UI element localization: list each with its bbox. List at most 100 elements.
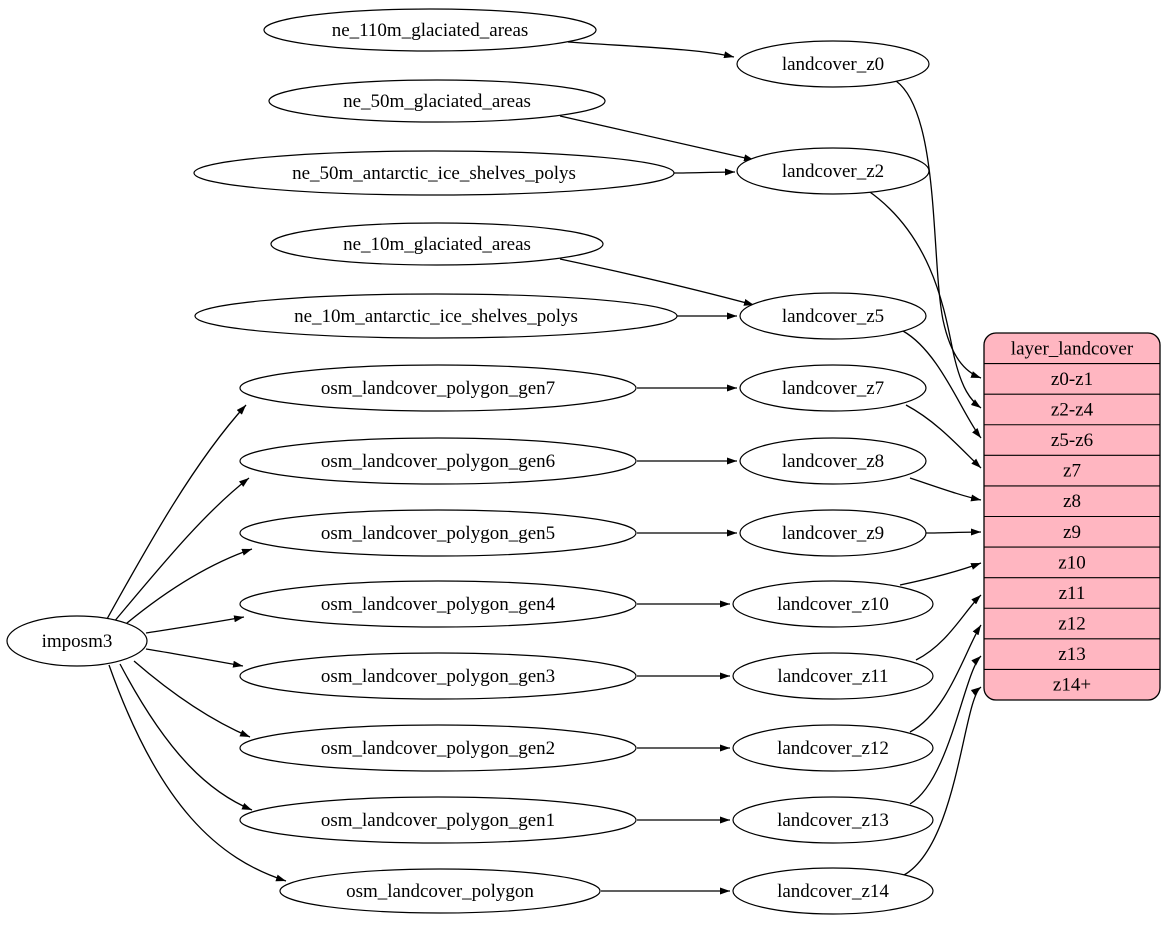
edge-landcover_z0-to-z0-z1 [895,80,982,379]
edge-imposm3-to-osm_landcover_polygon_gen2 [133,660,251,738]
table-row-z12: z12 [1058,614,1085,635]
edge-landcover_z9-to-z9 [925,528,982,536]
node-landcover_z8: landcover_z8 [739,437,927,485]
node-label: landcover_z10 [777,594,889,615]
edge-landcover_z14-to-z14+ [903,686,982,876]
table-row-z14+: z14+ [1053,675,1091,696]
node-label: landcover_z11 [777,666,888,687]
node-label: landcover_z0 [782,54,884,75]
node-ne_110m_glaciated_areas: ne_110m_glaciated_areas [263,8,597,52]
node-landcover_z12: landcover_z12 [732,724,934,772]
node-ne_50m_antarctic_ice_shelves_polys: ne_50m_antarctic_ice_shelves_polys [193,150,675,196]
node-landcover_z9: landcover_z9 [739,509,927,557]
edge-layer [106,41,982,895]
node-label: ne_50m_glaciated_areas [343,91,531,112]
edge-imposm3-to-osm_landcover_polygon_gen1 [119,663,253,811]
edge-landcover_z10-to-z10 [899,562,982,586]
node-landcover_z14: landcover_z14 [732,867,934,915]
table-row-z8: z8 [1063,491,1081,512]
node-label: osm_landcover_polygon_gen7 [321,378,555,399]
node-label: landcover_z7 [782,378,884,399]
node-label: ne_50m_antarctic_ice_shelves_polys [292,163,576,184]
node-label: osm_landcover_polygon_gen4 [321,594,556,615]
edge-landcover_z7-to-z7 [905,404,982,469]
edge-landcover_z8-to-z8 [909,477,982,502]
node-label: osm_landcover_polygon_gen5 [321,523,555,544]
edge-landcover_z11-to-z11 [915,594,982,661]
node-label: ne_10m_glaciated_areas [343,234,531,255]
edge-imposm3-to-osm_landcover_polygon [108,664,287,882]
node-ellipse [239,364,637,412]
edge-imposm3-to-osm_landcover_polygon_gen3 [145,648,244,668]
node-osm_landcover_polygon_gen7: osm_landcover_polygon_gen7 [239,364,637,412]
edge-ne_10m_glaciated_areas-to-landcover_z5 [559,258,755,306]
node-label: osm_landcover_polygon [346,881,534,902]
edge-ne_50m_antarctic_ice_shelves_polys-to-landcover_z2 [673,168,736,176]
node-ellipse [736,40,930,88]
edge-ne_50m_glaciated_areas-to-landcover_z2 [559,115,755,162]
node-osm_landcover_polygon_gen4: osm_landcover_polygon_gen4 [239,580,637,628]
node-ellipse [732,724,934,772]
node-label: landcover_z5 [782,306,884,327]
table-row-z13: z13 [1058,644,1085,665]
node-ellipse [239,724,637,772]
node-osm_landcover_polygon_gen3: osm_landcover_polygon_gen3 [239,652,637,700]
node-landcover_z2: landcover_z2 [736,147,930,195]
node-ellipse [239,437,637,485]
node-label: landcover_z8 [782,451,884,472]
node-ellipse [732,867,934,915]
node-landcover_z10: landcover_z10 [732,580,934,628]
node-label: landcover_z9 [782,523,884,544]
node-ellipse [268,79,606,123]
node-ellipse [736,147,930,195]
node-ellipse [263,8,597,52]
node-label: ne_10m_antarctic_ice_shelves_polys [294,306,578,327]
node-ne_10m_glaciated_areas: ne_10m_glaciated_areas [270,222,604,266]
node-osm_landcover_polygon_gen5: osm_landcover_polygon_gen5 [239,509,637,557]
node-ellipse [239,580,637,628]
node-ellipse [193,150,675,196]
node-ellipse [739,509,927,557]
node-label: osm_landcover_polygon_gen3 [321,666,555,687]
node-osm_landcover_polygon_gen2: osm_landcover_polygon_gen2 [239,724,637,772]
table-row-z10: z10 [1058,552,1085,573]
node-ellipse [739,437,927,485]
table-row-z9: z9 [1063,522,1081,543]
node-ne_10m_antarctic_ice_shelves_polys: ne_10m_antarctic_ice_shelves_polys [194,293,678,339]
node-label: osm_landcover_polygon_gen2 [321,738,555,759]
table-row-z2-z4: z2-z4 [1051,399,1094,420]
node-label: ne_110m_glaciated_areas [332,20,529,41]
node-ellipse [6,615,148,667]
edge-landcover_z12-to-z12 [909,624,982,733]
node-label: imposm3 [42,631,113,652]
node-label: landcover_z13 [777,810,889,831]
edge-landcover_z2-to-z2-z4 [866,189,982,409]
node-landcover_z5: landcover_z5 [739,292,927,340]
node-ellipse [732,652,934,700]
edge-imposm3-to-osm_landcover_polygon_gen7 [106,404,247,620]
table-row-z5-z6: z5-z6 [1051,430,1093,451]
edge-landcover_z5-to-z5-z6 [902,330,982,439]
table-header: layer_landcover [1011,338,1134,359]
node-ellipse [739,292,927,340]
node-label: landcover_z12 [777,738,889,759]
edge-imposm3-to-osm_landcover_polygon_gen5 [120,548,253,629]
edge-landcover_z13-to-z13 [909,655,982,805]
node-ellipse [739,364,927,412]
table-row-z7: z7 [1063,461,1081,482]
node-label: landcover_z2 [782,161,884,182]
node-label: osm_landcover_polygon_gen1 [321,810,555,831]
node-ellipse [279,868,601,914]
node-ellipse [239,652,637,700]
table-row-z0-z1: z0-z1 [1051,369,1093,390]
node-ellipse [239,796,637,844]
node-osm_landcover_polygon_gen1: osm_landcover_polygon_gen1 [239,796,637,844]
table-row-z11: z11 [1059,583,1086,604]
node-landcover_z11: landcover_z11 [732,652,934,700]
node-ellipse [194,293,678,339]
table-layer_landcover: layer_landcover z0-z1 z2-z4 z5-z6 z7 z8 z9 z10 z… [983,332,1161,701]
edge-ne_110m_glaciated_areas-to-landcover_z0 [567,41,735,59]
node-ellipse [270,222,604,266]
